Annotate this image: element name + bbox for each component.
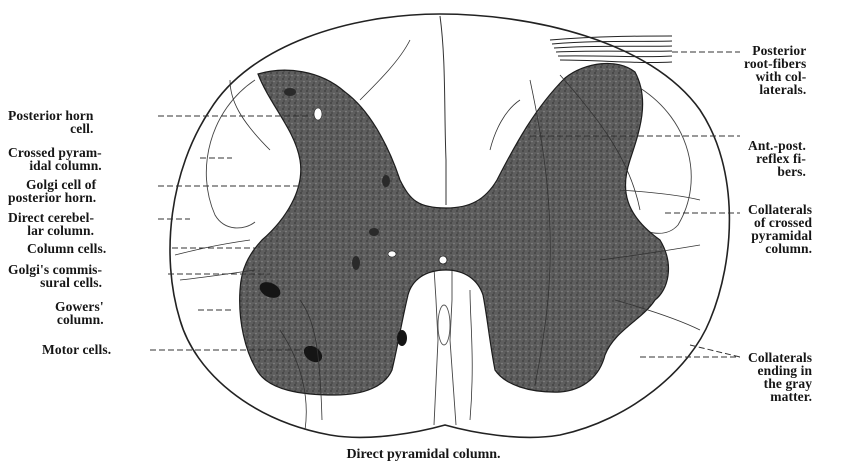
label-golgi-cell-posterior-horn: Golgi cell of posterior horn. (8, 178, 96, 204)
label-posterior-horn-cell: Posterior horn cell. (8, 109, 94, 135)
light-cell (314, 108, 322, 120)
label-direct-cerebellar-column: Direct cerebel- lar column. (8, 211, 94, 237)
label-column-cells: Column cells. (27, 242, 106, 255)
nerve-cell (284, 88, 296, 96)
nerve-cell (382, 175, 390, 187)
label-crossed-pyramidal-column: Crossed pyram- idal column. (8, 146, 102, 172)
nerve-cell (397, 330, 407, 346)
label-posterior-root-fibers: Posterior root-fibers with col- laterals… (744, 44, 806, 96)
fissure-ellipse (438, 305, 450, 345)
figure-caption: Direct pyramidal column. (0, 447, 847, 463)
nerve-cell (352, 256, 360, 270)
label-motor-cells: Motor cells. (42, 343, 111, 356)
anterior-median-fissure (434, 268, 456, 425)
light-cell (388, 251, 396, 257)
posterior-median-septum (440, 16, 446, 205)
central-canal (439, 256, 447, 264)
label-collaterals-crossed-pyramidal: Collaterals of crossed pyramidal column. (748, 203, 812, 255)
label-golgi-commissural-cells: Golgi's commis- sural cells. (8, 263, 102, 289)
label-ant-post-reflex-fibers: Ant.-post. reflex fi- bers. (748, 139, 806, 178)
gray-matter (240, 63, 669, 395)
posterior-root-fibers (550, 36, 672, 63)
label-collaterals-gray-matter: Collaterals ending in the gray matter. (748, 351, 812, 403)
nerve-cell (369, 228, 379, 236)
label-gowers-column: Gowers' column. (55, 300, 104, 326)
left-lateral-column-outline (206, 80, 255, 228)
